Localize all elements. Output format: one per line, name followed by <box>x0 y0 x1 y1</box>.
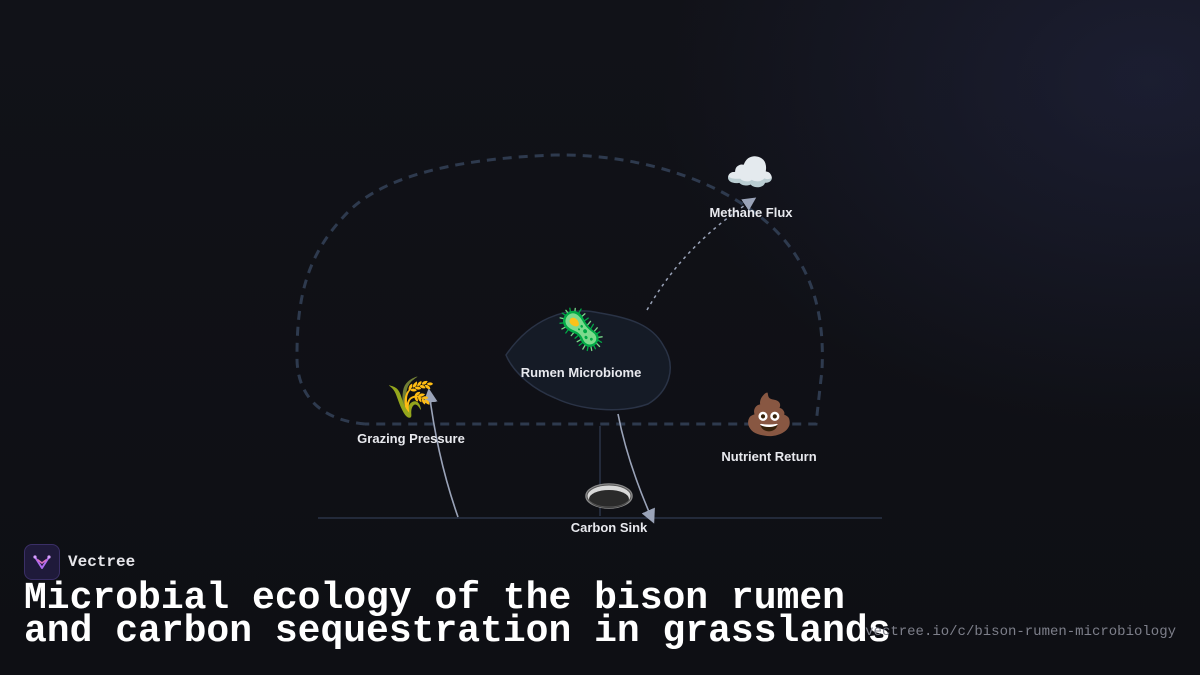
tree-logo-icon <box>33 555 51 569</box>
brand: Vectree <box>24 544 135 580</box>
arrow-rumen-to-methane <box>646 197 757 311</box>
title-line-2: and carbon sequestration in grasslands <box>24 610 891 653</box>
microbe-icon: 🦠 <box>556 308 606 352</box>
grazing-pressure-label: Grazing Pressure <box>357 431 465 446</box>
cycle-loop <box>295 153 824 426</box>
rumen-microbiome-label: Rumen Microbiome <box>520 365 642 380</box>
carbon-sink-label: Carbon Sink <box>570 520 648 535</box>
rumen-region <box>505 310 671 411</box>
dung-icon: 💩 <box>744 393 794 437</box>
title-line-1: Microbial ecology of the bison rumen <box>24 577 845 620</box>
brand-name: Vectree <box>68 553 136 571</box>
wheat-icon: 🌾 <box>386 376 436 420</box>
arrow-rumen-to-carbon <box>617 413 655 524</box>
cloud-icon: ☁️ <box>725 151 775 195</box>
soil-pit-icon <box>585 483 633 509</box>
arrow-to-grazing <box>423 388 459 518</box>
methane-flux-label: Methane Flux <box>709 205 793 220</box>
source-url[interactable]: vectree.io/c/bison-rumen-microbiology <box>865 624 1176 640</box>
nutrient-return-label: Nutrient Return <box>721 449 817 464</box>
vectree-logo <box>24 544 60 580</box>
page-title: Microbial ecology of the bison rumen and… <box>24 577 891 653</box>
